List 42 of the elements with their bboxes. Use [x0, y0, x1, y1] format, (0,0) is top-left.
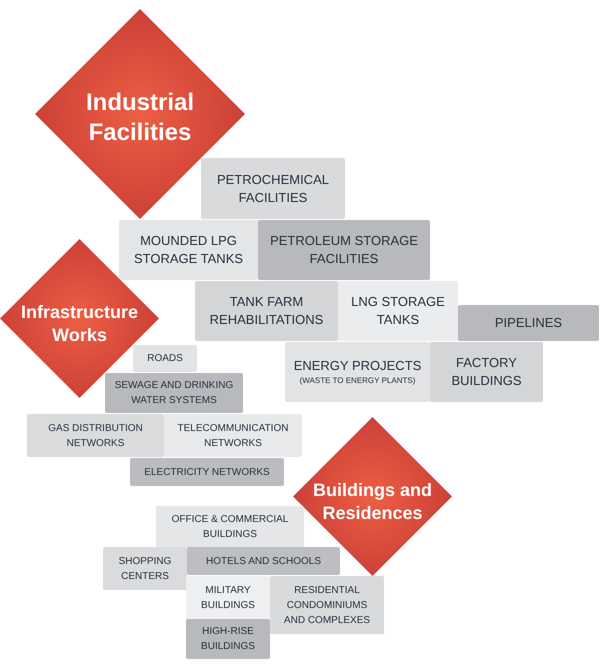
- tile-label: GAS DISTRIBUTION NETWORKS: [47, 422, 144, 450]
- service-tile: [285, 342, 430, 402]
- service-tile: [201, 158, 345, 219]
- category-title: Buildings and Residences: [312, 478, 433, 524]
- tile-label: PIPELINES: [494, 314, 564, 332]
- tile-label: HOTELS AND SCHOOLS: [204, 554, 322, 568]
- service-tile: [156, 506, 304, 547]
- service-tile: [103, 547, 187, 590]
- tile-label: RESIDENTIAL CONDOMINIUMS AND COMPLEXES: [282, 584, 372, 628]
- tile-label: OFFICE & COMMERCIAL BUILDINGS: [170, 512, 290, 542]
- tile-label: FACTORY BUILDINGS: [450, 354, 523, 390]
- service-tile: [187, 547, 340, 575]
- service-tile: [164, 414, 302, 457]
- tile-label: SEWAGE AND DRINKING WATER SYSTEMS: [114, 379, 234, 408]
- category-title: Infrastructure Works: [20, 300, 140, 346]
- service-tile: [130, 458, 284, 486]
- service-tile: [270, 576, 384, 634]
- tile-label: TANK FARM REHABILITATIONS: [208, 293, 324, 329]
- service-tile: [186, 576, 270, 619]
- category-title: Industrial Facilities: [84, 88, 195, 148]
- tile-label: SHOPPING CENTERS: [118, 554, 172, 584]
- service-tile: [430, 342, 543, 402]
- service-tile: [186, 619, 270, 659]
- service-tile: [195, 281, 338, 341]
- tile-label: MOUNDED LPG STORAGE TANKS: [132, 232, 244, 268]
- service-tile: [119, 220, 258, 280]
- tile-label: TELECOMMUNICATION NETWORKS: [176, 422, 290, 450]
- tile-label: HIGH-RISE BUILDINGS: [200, 625, 256, 654]
- tile-label: ELECTRICITY NETWORKS: [143, 466, 271, 480]
- tile-label: ENERGY PROJECTS: [292, 357, 422, 375]
- tile-label: MILITARY BUILDINGS: [200, 584, 256, 612]
- tile-label: PETROLEUM STORAGE FACILITIES: [269, 232, 419, 268]
- tile-label: ROADS: [146, 352, 184, 366]
- service-tile: [27, 414, 164, 457]
- service-tile: [105, 373, 243, 413]
- service-tile: [458, 305, 599, 341]
- tile-label: PETROCHEMICAL FACILITIES: [216, 170, 330, 206]
- tile-note: (WASTE TO ENERGY PLANTS): [298, 375, 416, 387]
- tile-label: LNG STORAGE TANKS: [350, 293, 446, 329]
- service-tile: [258, 220, 430, 280]
- service-tile: [338, 281, 458, 341]
- service-tile: [133, 345, 197, 372]
